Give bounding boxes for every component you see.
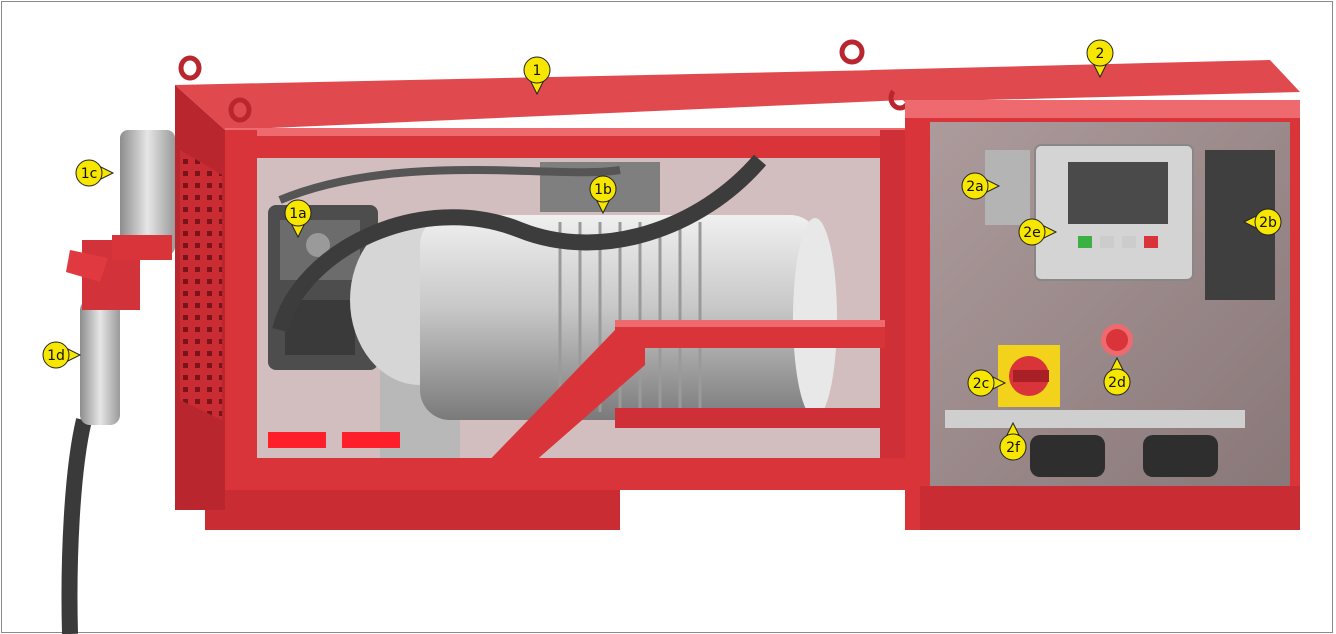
power-plug bbox=[61, 130, 175, 634]
callout-2e: 2e bbox=[1018, 218, 1058, 246]
hydraulic-pump bbox=[268, 205, 378, 370]
callout-circle bbox=[589, 175, 617, 203]
hmi-display bbox=[1034, 144, 1194, 281]
callout-2a: 2a bbox=[961, 172, 1001, 200]
callout-label: 2a bbox=[966, 179, 984, 195]
callout-label: 2 bbox=[1096, 46, 1105, 62]
callout-circle bbox=[1103, 368, 1131, 396]
callout-circle bbox=[1086, 39, 1114, 67]
callout-label: 2c bbox=[973, 376, 990, 392]
callout-label: 1a bbox=[289, 206, 307, 222]
callout-label: 2f bbox=[1006, 440, 1021, 456]
side-vent-grille bbox=[180, 150, 222, 420]
callout-circle bbox=[284, 199, 312, 227]
callout-circle bbox=[1254, 208, 1282, 236]
hydraulic-hose bbox=[272, 154, 767, 333]
cooling-fan-right bbox=[1143, 435, 1218, 477]
callout-circle bbox=[961, 172, 989, 200]
callout-1b: 1b bbox=[589, 175, 617, 215]
callout-circle bbox=[999, 433, 1027, 461]
electric-motor bbox=[350, 162, 837, 460]
control-cabinet bbox=[870, 60, 1300, 530]
callout-2c: 2c bbox=[967, 369, 1007, 397]
callout-label: 1b bbox=[594, 182, 612, 198]
cooling-fan-left bbox=[1030, 435, 1105, 477]
callout-circle bbox=[967, 369, 995, 397]
callout-circle bbox=[42, 341, 70, 369]
callout-label: 1 bbox=[533, 63, 542, 79]
terminal-rail bbox=[945, 410, 1245, 428]
callout-2d: 2d bbox=[1103, 356, 1131, 396]
main-switch bbox=[998, 345, 1060, 407]
callout-1a: 1a bbox=[284, 199, 312, 239]
callout-circle bbox=[75, 159, 103, 187]
emergency-stop bbox=[1101, 324, 1133, 356]
callout-label: 1d bbox=[47, 348, 65, 364]
callout-circle bbox=[523, 56, 551, 84]
callout-label: 2b bbox=[1259, 215, 1277, 231]
callout-label: 2e bbox=[1023, 225, 1041, 241]
callout-1c: 1c bbox=[75, 159, 115, 187]
main-frame bbox=[175, 70, 915, 530]
callout-1: 1 bbox=[523, 56, 551, 96]
callout-label: 2d bbox=[1108, 375, 1126, 391]
callout-2f: 2f bbox=[999, 421, 1027, 461]
callout-2b: 2b bbox=[1242, 208, 1282, 236]
callout-2: 2 bbox=[1086, 39, 1114, 79]
callout-label: 1c bbox=[81, 166, 98, 182]
callout-circle bbox=[1018, 218, 1046, 246]
callout-1d: 1d bbox=[42, 341, 82, 369]
